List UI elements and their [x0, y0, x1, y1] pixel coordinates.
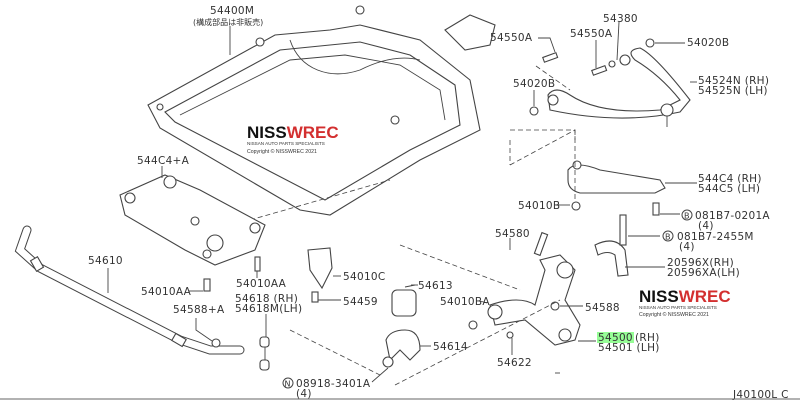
highlight-54500 [597, 332, 634, 343]
stabilizer-link-drawing [195, 314, 381, 376]
watermark-center: NISSWREC NISSAN AUTO PARTS SPECIALISTS C… [247, 123, 339, 155]
label-nut-020b-top: 54020B [687, 37, 729, 49]
label-subframe: 54400M [210, 5, 254, 17]
label-upper-arm-rh: 54524N (RH) [698, 75, 769, 87]
label-bolt-550a-left: 54550A [490, 32, 533, 44]
watermark-copyright: Copyright © NISSWREC 2021 [639, 311, 709, 318]
watermark-brand-left: NISS [247, 123, 287, 142]
watermark-brand-left: NISS [639, 287, 679, 306]
svg-text:NISSWREC: NISSWREC [247, 123, 339, 142]
subframe-drawing [147, 5, 496, 221]
lower-arm-drawing [394, 231, 596, 386]
circle-b-badge [662, 230, 674, 242]
label-bolt-aa-right: 54010AA [236, 278, 287, 290]
watermark-right: NISSWREC NISSAN AUTO PARTS SPECIALISTS C… [639, 287, 731, 318]
label-lower-arm-lh: 54501 (LH) [598, 342, 660, 354]
label-bracket-lh: 20596XA(LH) [667, 267, 740, 279]
label-subframe-note: (構成部品は非販売) [193, 17, 263, 27]
label-nut-588a: 54588+A [173, 304, 225, 316]
label-bolt-459: 54459 [343, 296, 378, 308]
link-arm-drawing [509, 129, 697, 211]
label-stabilizer: 54610 [88, 255, 123, 267]
member-mount-drawing [119, 166, 266, 266]
svg-text:NISSWREC: NISSWREC [639, 287, 731, 306]
bracket-drawing [594, 202, 680, 277]
label-bushing-613: 54613 [418, 280, 453, 292]
label-bolt-580: 54580 [495, 228, 530, 240]
watermark-tagline: NISSAN AUTO PARTS SPECIALISTS [247, 141, 325, 146]
watermark-brand-right: WREC [287, 123, 339, 142]
label-lower-arm-rh[interactable]: 54500 [598, 332, 633, 344]
circle-b-badge [681, 209, 693, 221]
watermark-copyright: Copyright © NISSWREC 2021 [247, 148, 317, 155]
circle-n-badge [282, 377, 294, 389]
label-link-rh: 54618 (RH) [235, 293, 298, 305]
fastener-drawings [196, 247, 431, 383]
label-member-mount: 544C4+A [137, 155, 190, 167]
label-lower-arm-rh-side: (RH) [635, 332, 660, 344]
label-bolt-ba: 54010BA [440, 296, 490, 308]
diagram-code: J40100L C [732, 389, 789, 400]
label-washer-380: 54380 [603, 13, 638, 25]
label-bolt-550a-right: 54550A [570, 28, 613, 40]
circle-b-letter: B [684, 212, 690, 221]
stabilizer-bar-drawing [14, 225, 245, 355]
label-bracket-rh: 20596X(RH) [667, 257, 734, 269]
label-bolt-0201a: 081B7-0201A [695, 210, 770, 222]
label-bolt-aa-left: 54010AA [141, 286, 192, 298]
label-nut-n: 08918-3401A [296, 378, 371, 390]
circle-b-letter: B [665, 233, 671, 242]
label-upper-arm-lh: 54525N (LH) [698, 85, 768, 97]
label-link-arm-lh: 544C5 (LH) [698, 183, 760, 195]
label-nut-020b-mid: 54020B [513, 78, 555, 90]
upper-arm-drawing [510, 21, 697, 131]
label-clamp-614: 54614 [433, 341, 468, 353]
label-washer-622: 54622 [497, 357, 532, 369]
watermark-brand-right: WREC [679, 287, 731, 306]
label-nut-010b: 54010B [518, 200, 560, 212]
label-bolt-2455m: 081B7-2455M [677, 231, 754, 243]
label-link-lh: 54618M(LH) [235, 303, 302, 315]
label-bracket-c: 54010C [343, 271, 386, 283]
label-bolt-2455m-qty: (4) [679, 241, 695, 253]
label-bolt-0201a-qty: (4) [698, 220, 714, 232]
label-link-arm-rh: 544C4 (RH) [698, 173, 762, 185]
label-nut-n-qty: (4) [296, 388, 312, 400]
watermark-tagline: NISSAN AUTO PARTS SPECIALISTS [639, 305, 717, 310]
circle-n-letter: N [285, 380, 291, 389]
label-nut-588: 54588 [585, 302, 620, 314]
